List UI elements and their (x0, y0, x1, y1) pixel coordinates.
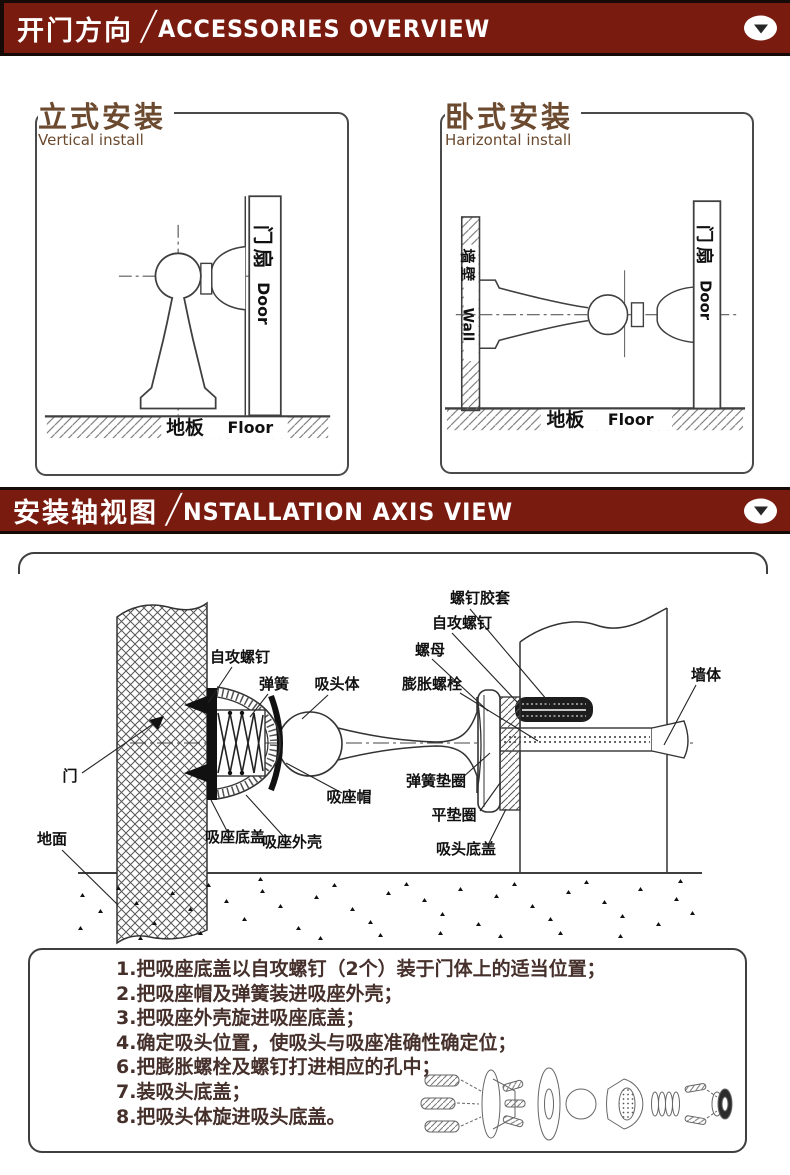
label-suction-seat-shell: 吸座外壳 (262, 833, 322, 851)
instruction-step: 1.把吸座底盖以自攻螺钉（2个）装于门体上的适当位置； (116, 958, 606, 980)
self-tapping-screw-sleeve (515, 697, 593, 722)
stopper-body-top (479, 279, 589, 309)
axis-view-diagram: 螺钉胶套 自攻螺钉 螺母 膨胀螺栓 墙体 自攻螺钉 弹簧 吸头体 门 吸座帽 弹… (37, 589, 722, 945)
label-door: 门 (62, 767, 77, 785)
floor-label-en: Floor (608, 410, 654, 429)
horizontal-install-title-en: Harizontal install (445, 131, 572, 149)
header-axis-bar: 安装轴视图 / NSTALLATION AXIS VIEW (0, 486, 790, 534)
stopper-body-bottom (479, 319, 589, 350)
axis-section-border (18, 552, 768, 574)
wall-label-en: Wall (460, 308, 476, 342)
label-suction-seat-cap: 吸座帽 (326, 788, 371, 806)
stopper-ball (587, 294, 629, 336)
horizontal-install-title: 卧式安装 Harizontal install (445, 100, 582, 151)
door-label-en: Door (254, 282, 273, 325)
instruction-step: 2.把吸座帽及弹簧装进吸座外壳； (116, 982, 403, 1005)
label-self-tapping-screw-left: 自攻螺钉 (210, 648, 270, 666)
label-flat-washer: 平垫圈 (431, 806, 476, 824)
door-bumper-cap (210, 245, 246, 311)
door-label-en: Door (697, 280, 714, 321)
header-title-zh: 开门方向 (17, 15, 133, 47)
instruction-steps: 1.把吸座底盖以自攻螺钉（2个）装于门体上的适当位置； 2.把吸座帽及弹簧装进吸… (116, 957, 606, 1129)
expansion-bolt (499, 720, 689, 759)
horizontal-install-panel: 地板 Floor 墙壁 Wall 门扇 Door (440, 112, 754, 474)
vertical-install-panel: 地板 Floor 门扇 Door (35, 112, 349, 476)
chevron-down-oval-icon (744, 498, 777, 523)
door-arrowhead (149, 716, 164, 730)
instruction-step: 4.确定吸头位置，使吸头与吸座准确性确定位； (116, 1031, 517, 1054)
instruction-step: 3.把吸座外壳旋进吸座底盖； (116, 1007, 365, 1030)
header-title-en: ACCESSORIES OVERVIEW (158, 15, 491, 43)
wall-label-zh: 墙壁 (459, 249, 477, 285)
spring (214, 709, 266, 777)
suction-seat-base-cover (184, 688, 217, 800)
header-title-en: NSTALLATION AXIS VIEW (183, 497, 514, 526)
vertical-install-title-en: Vertical install (38, 131, 144, 149)
horizontal-install-title-zh: 卧式安装 (445, 100, 574, 134)
label-spring-washer: 弹簧垫圈 (406, 772, 466, 790)
label-nut: 螺母 (415, 641, 445, 659)
vertical-install-title: 立式安装 Vertical install (38, 100, 175, 151)
instruction-step: 8.把吸头体旋进吸头底盖。 (116, 1105, 346, 1128)
vertical-install-title-zh: 立式安装 (38, 100, 167, 134)
label-wall-body: 墙体 (691, 666, 722, 684)
door-stopper-body (139, 252, 217, 410)
chevron-down-oval-icon (744, 15, 777, 41)
instructions-panel: 1.把吸座底盖以自攻螺钉（2个）装于门体上的适当位置； 2.把吸座帽及弹簧装进吸… (28, 948, 747, 1153)
door-bumper-cap (656, 286, 694, 344)
instruction-step: 6.把膨胀螺栓及螺钉打进相应的孔中； (116, 1056, 441, 1079)
door-section (116, 601, 208, 945)
label-suction-seat-base-cover: 吸座底盖 (205, 828, 265, 846)
vertical-install-diagram: 地板 Floor 门扇 Door (44, 195, 331, 439)
label-expansion-bolt: 膨胀螺栓 (402, 675, 462, 693)
door-label-zh: 门扇 (694, 225, 716, 268)
exploded-parts-diagram (420, 1067, 733, 1141)
header-accessories-bar: 开门方向 / ACCESSORIES OVERVIEW (0, 0, 790, 56)
door-label-zh: 门扇 (251, 225, 274, 272)
label-spring: 弹簧 (259, 675, 289, 693)
label-ground: 地面 (37, 830, 67, 848)
instruction-step: 7.装吸头底盖； (116, 1080, 251, 1103)
suction-seat-shell (216, 686, 281, 800)
floor-label-zh: 地板 (547, 408, 585, 431)
leader-lines (61, 608, 697, 906)
chevron-down-icon (753, 506, 768, 516)
label-suction-head-body: 吸头体 (314, 675, 360, 693)
floor-label-zh: 地板 (166, 416, 204, 439)
label-suction-head-base-cover: 吸头底盖 (436, 840, 496, 858)
label-screw-sleeve: 螺钉胶套 (450, 589, 511, 607)
floor-label-en: Floor (228, 418, 274, 437)
horizontal-install-diagram: 地板 Floor 墙壁 Wall 门扇 Door (444, 200, 746, 431)
suction-head-base-plate (477, 689, 521, 813)
suction-head-body (277, 696, 482, 794)
chevron-down-icon (753, 24, 768, 33)
header-title-zh: 安装轴视图 (13, 498, 158, 529)
label-self-tapping-screw-right: 自攻螺钉 (432, 614, 492, 632)
